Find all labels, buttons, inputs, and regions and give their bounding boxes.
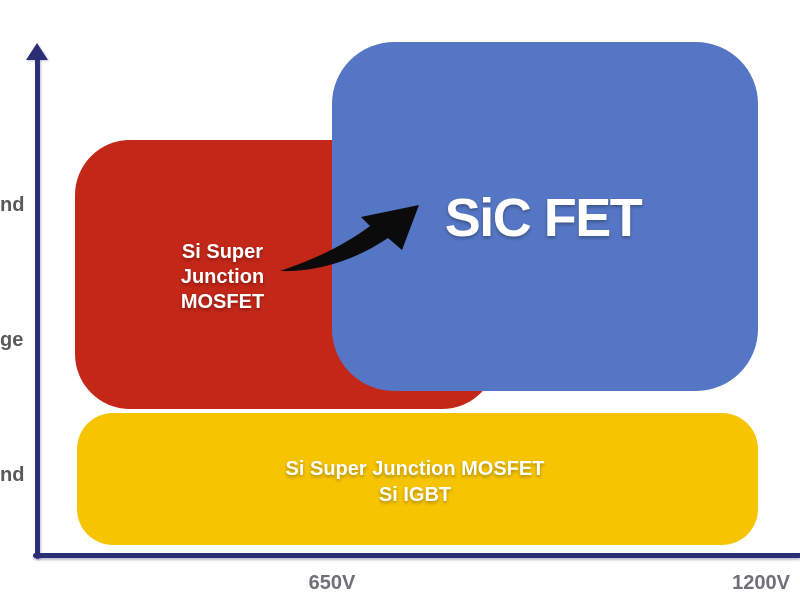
yellow-box [77, 413, 758, 545]
x-axis-tick-650v: 650V [308, 572, 356, 594]
y-axis-line [35, 58, 40, 559]
red-box-label-line2: Junction [180, 266, 265, 288]
y-axis-label-bottom: nd [0, 464, 25, 486]
red-box-label-line1: Si Super [181, 241, 264, 263]
x-axis-tick-1200v: 1200V [732, 572, 790, 594]
y-axis-label-middle: ge [0, 329, 24, 351]
x-axis-line [33, 553, 800, 558]
yellow-box-label-line2: Si IGBT [378, 484, 452, 506]
y-axis-label-top: nd [0, 194, 25, 216]
red-box-label-line3: MOSFET [180, 291, 265, 313]
y-axis-arrowhead-icon [26, 43, 48, 60]
yellow-box-label: Si Super Junction MOSFET Si IGBT [200, 456, 630, 508]
sic-fet-label: SiC FET [444, 188, 643, 248]
yellow-box-label-line1: Si Super Junction MOSFET [285, 458, 545, 480]
red-box-label: Si Super Junction MOSFET [150, 240, 295, 315]
